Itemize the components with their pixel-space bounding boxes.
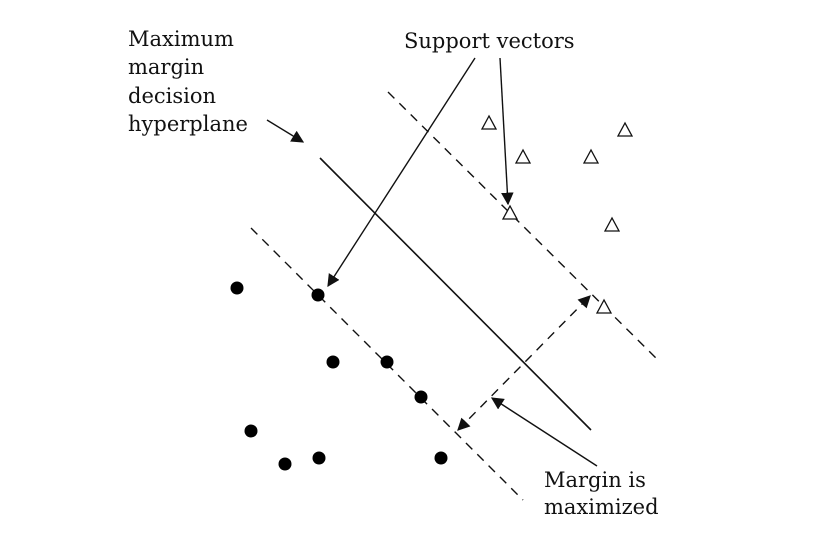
triangle-point	[616, 121, 634, 137]
circle-class-points	[230, 281, 448, 471]
triangle-point	[582, 148, 600, 164]
circle-point	[244, 424, 258, 438]
triangle-support-vector	[501, 204, 519, 220]
circle-point	[380, 355, 394, 369]
hyperplane-label-arrow	[266, 119, 305, 143]
triangle-class-points	[480, 114, 634, 314]
circle-point	[312, 451, 326, 465]
triangle-point	[603, 216, 621, 232]
hyperplane-label-line-3: decision	[128, 84, 216, 108]
hyperplane-label-line-4: hyperplane	[128, 112, 248, 136]
decision-hyperplane	[319, 157, 592, 431]
margin-label: Margin is maximized	[544, 468, 659, 519]
circle-support-vector	[311, 288, 325, 302]
hyperplane-label: Maximum margin decision hyperplane	[128, 27, 248, 136]
triangle-point	[480, 114, 498, 130]
triangle-point	[514, 148, 532, 164]
circle-point	[230, 281, 244, 295]
support-vectors-label: Support vectors	[404, 29, 575, 53]
margin-label-line-2: maximized	[544, 495, 659, 519]
circle-point	[278, 457, 292, 471]
circle-point	[434, 451, 448, 465]
support-vector-arrow-lower	[327, 57, 476, 288]
margin-label-arrow	[490, 397, 598, 467]
triangle-support-vector	[595, 298, 613, 314]
circle-support-vector	[414, 390, 428, 404]
support-vector-arrow-upper	[499, 57, 514, 206]
circle-point	[326, 355, 340, 369]
hyperplane-label-line-1: Maximum	[128, 27, 234, 51]
hyperplane-label-line-2: margin	[128, 55, 204, 79]
margin-label-line-1: Margin is	[544, 468, 646, 492]
